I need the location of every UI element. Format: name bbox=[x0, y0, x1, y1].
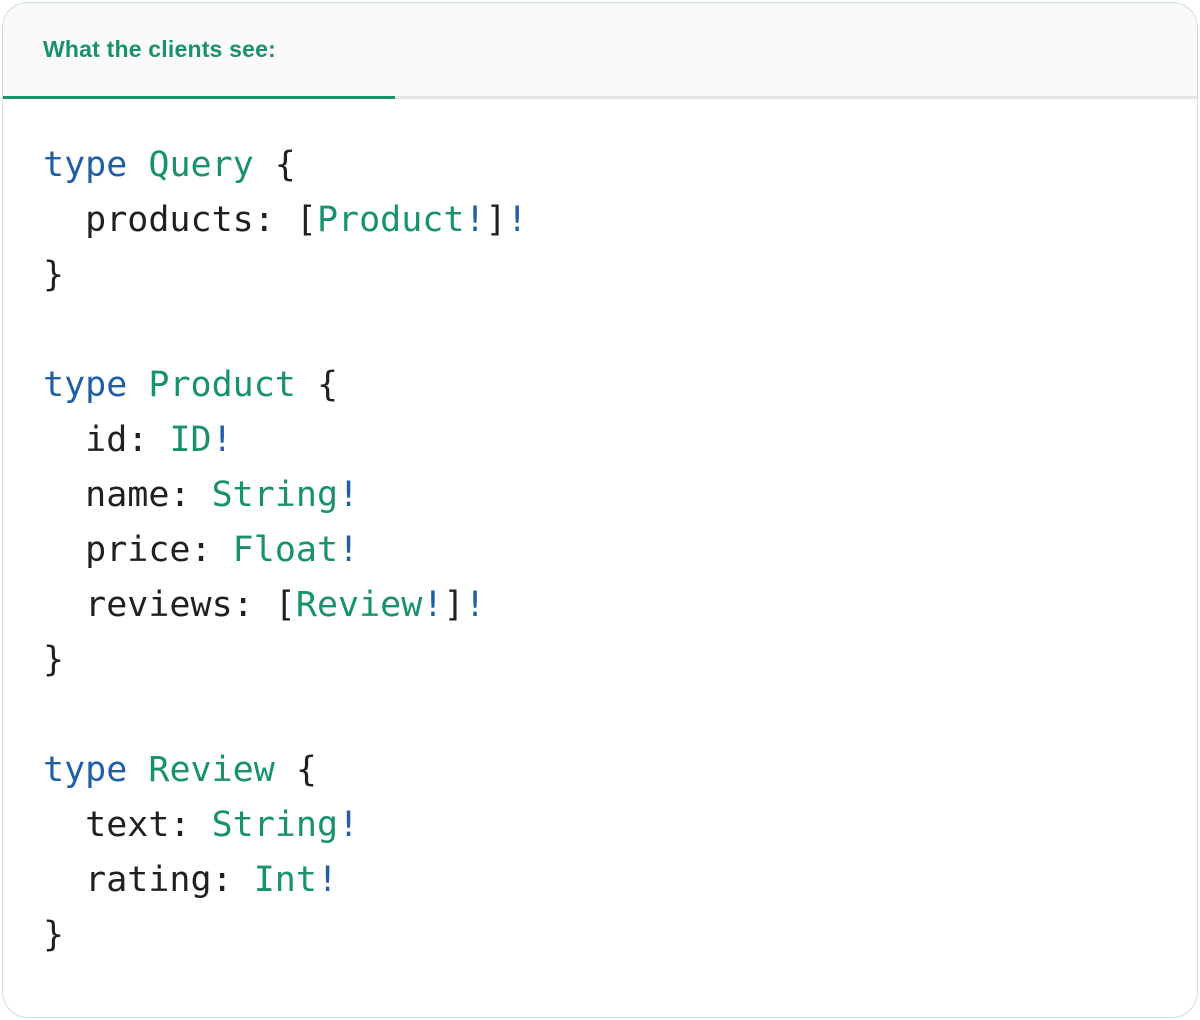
code-token-pu bbox=[127, 365, 148, 405]
code-token-pu: : [ bbox=[253, 200, 317, 240]
code-token-bg: ! bbox=[506, 200, 528, 240]
tab-label: What the clients see: bbox=[43, 36, 276, 62]
code-token-pu: : bbox=[211, 860, 254, 900]
code-line: } bbox=[43, 908, 1157, 963]
code-token-pu bbox=[127, 145, 148, 185]
code-line: products: [Product!]! bbox=[43, 193, 1157, 248]
code-token-ty: Product bbox=[316, 200, 465, 240]
code-token-pu: : bbox=[127, 420, 170, 460]
code-token-bg: ! bbox=[338, 530, 360, 570]
code-line: reviews: [Review!]! bbox=[43, 578, 1157, 633]
code-token-ty: Review bbox=[148, 750, 275, 790]
code-token-fi: products bbox=[43, 200, 254, 240]
code-line bbox=[43, 303, 1157, 358]
code-token-ty: Int bbox=[253, 860, 317, 900]
code-line: id: ID! bbox=[43, 413, 1157, 468]
code-token-kw: type bbox=[43, 750, 128, 790]
code-line bbox=[43, 688, 1157, 743]
code-token-kw: type bbox=[43, 145, 128, 185]
code-token-bg: ! bbox=[338, 475, 360, 515]
code-token-fi: reviews bbox=[43, 585, 233, 625]
code-token-pu: } bbox=[43, 640, 65, 680]
code-token-ty: Product bbox=[148, 365, 296, 405]
code-token-fi: rating bbox=[43, 860, 212, 900]
code-token-pu: : bbox=[169, 805, 212, 845]
code-line: rating: Int! bbox=[43, 853, 1157, 908]
code-line: type Review { bbox=[43, 743, 1157, 798]
code-token-fi: price bbox=[43, 530, 191, 570]
code-token-ty: String bbox=[211, 475, 339, 515]
code-token-fi: id bbox=[43, 420, 128, 460]
code-token-pu: { bbox=[253, 145, 296, 185]
code-line: price: Float! bbox=[43, 523, 1157, 578]
code-token-bg: ! bbox=[338, 805, 360, 845]
code-token-fi: name bbox=[43, 475, 170, 515]
code-line: type Query { bbox=[43, 138, 1157, 193]
code-token-bg: ! bbox=[316, 860, 339, 900]
code-token-pu: : [ bbox=[232, 585, 296, 625]
code-token-bg: ! bbox=[422, 585, 444, 625]
code-token-pu: } bbox=[43, 915, 65, 955]
code-token-fi: text bbox=[43, 805, 170, 845]
code-token-pu: ] bbox=[485, 200, 507, 240]
code-token-ty: Query bbox=[148, 145, 254, 185]
code-token-bg: ! bbox=[464, 585, 486, 625]
code-token-pu: { bbox=[295, 365, 339, 405]
code-token-pu: : bbox=[169, 475, 212, 515]
code-token-bg: ! bbox=[211, 420, 233, 460]
code-token-ty: ID bbox=[169, 420, 212, 460]
code-token-kw: type bbox=[43, 365, 128, 405]
code-token-pu: ] bbox=[443, 585, 465, 625]
code-line: text: String! bbox=[43, 798, 1157, 853]
code-line: type Product { bbox=[43, 358, 1157, 413]
code-token-pu: { bbox=[274, 750, 317, 790]
code-token-pu bbox=[127, 750, 148, 790]
tab-what-clients-see[interactable]: What the clients see: bbox=[3, 3, 395, 99]
code-token-ty: Review bbox=[295, 585, 423, 625]
code-line: } bbox=[43, 248, 1157, 303]
code-token-ty: Float bbox=[232, 530, 339, 570]
tab-bar: What the clients see: bbox=[3, 3, 1197, 99]
code-block: type Query { products: [Product!]!} type… bbox=[3, 99, 1197, 983]
code-line: name: String! bbox=[43, 468, 1157, 523]
code-token-ty: String bbox=[211, 805, 339, 845]
code-token-pu: } bbox=[43, 255, 65, 295]
code-token-bg: ! bbox=[464, 200, 486, 240]
code-line: } bbox=[43, 633, 1157, 688]
code-token-pu: : bbox=[190, 530, 233, 570]
